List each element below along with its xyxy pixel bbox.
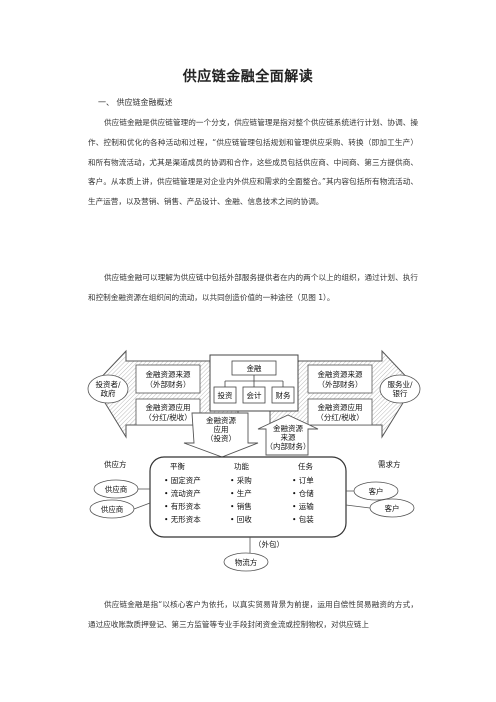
finance-label: 金融 — [247, 363, 262, 373]
right-application-box — [307, 398, 373, 426]
function-item: • 销售 — [230, 501, 252, 511]
column-task-header: 任务 — [298, 461, 313, 471]
center-application-label-2: 应用 — [214, 424, 229, 434]
investment-label: 投资 — [218, 390, 233, 400]
treasury-label: 财务 — [276, 390, 291, 400]
paragraph-definition: 供应链金融是供应链管理的一个分支，供应链管理是指对整个供应链系统进行计划、协调、… — [88, 118, 418, 207]
diagram-canvas: 金融资源来源 （外部财务） 金融资源应用 （分红/税收） 金融资源来源 （外部财… — [87, 349, 421, 572]
left-application-box — [135, 398, 201, 426]
left-application-label-1: 金融资源应用 — [146, 402, 191, 412]
center-source-label-1: 金融资源 — [273, 423, 303, 433]
balance-item: • 有形资本 — [164, 501, 201, 511]
right-application-label-2: （分红/税收） — [316, 412, 364, 422]
center-application-label-3: （投资） — [206, 433, 236, 443]
center-application-arrow — [183, 412, 259, 458]
logistics-ellipse — [223, 552, 269, 572]
investor-government-ellipse — [87, 374, 129, 404]
figure-1-supply-chain-finance-diagram: 金融资源来源 （外部财务） 金融资源应用 （分红/税收） 金融资源来源 （外部财… — [86, 345, 422, 573]
task-item: • 订单 — [292, 475, 314, 485]
right-source-label-2: （外部财务） — [318, 379, 363, 389]
column-balance-header: 平衡 — [170, 461, 185, 471]
supplier-label: 供应商 — [105, 484, 128, 494]
accounting-label: 会计 — [247, 390, 262, 400]
service-label-2: 银行 — [393, 388, 408, 398]
paragraph-detail: 供应链金融是指“以核心客户为依托，以真实贸易背景为前提，运用自偿性贸易融资的方式… — [88, 600, 418, 629]
balance-item: • 无形资本 — [164, 514, 201, 524]
center-source-arrow — [257, 414, 319, 456]
right-source-label-1: 金融资源来源 — [318, 369, 363, 379]
outsourcing-label: （外包） — [254, 539, 284, 549]
center-application-label-1: 金融资源 — [206, 415, 236, 425]
left-source-box — [135, 364, 201, 394]
function-item: • 采购 — [230, 475, 252, 485]
customer-label: 客户 — [369, 486, 384, 496]
treasury-box — [271, 386, 295, 404]
function-item: • 生产 — [230, 488, 252, 498]
center-source-label-2: 来源 — [281, 433, 296, 442]
left-source-label-1: 金融资源来源 — [146, 369, 191, 379]
paragraph-understanding: 供应链金融可以理解为供应链中包括外部服务提供者在内的两个以上的组织，通过计划、执… — [88, 273, 418, 302]
left-source-label-2: （外部财务） — [146, 379, 191, 389]
accounting-box — [242, 386, 266, 404]
service-bank-ellipse — [379, 374, 421, 404]
investor-label-1: 投资者/ — [95, 379, 120, 389]
column-function-header: 功能 — [234, 461, 249, 471]
service-label-1: 服务业/ — [387, 379, 412, 389]
investor-label-2: 政府 — [101, 388, 116, 398]
section-heading: 一、 供应链金融概述 — [98, 98, 173, 107]
function-item: • 回收 — [230, 514, 252, 524]
left-application-label-2: （分红/税收） — [144, 412, 192, 422]
task-item: • 包装 — [292, 514, 314, 524]
logistics-label: 物流方 — [235, 557, 258, 567]
balance-item: • 固定资产 — [164, 475, 201, 485]
page-title: 供应链金融全面解读 — [182, 69, 314, 85]
supplier-side-label: 供应方 — [104, 459, 127, 469]
center-source-label-3: （内部财务） — [266, 441, 311, 451]
investment-box — [213, 386, 237, 404]
task-item: • 仓储 — [292, 488, 314, 498]
supplier-label: 供应商 — [101, 504, 124, 514]
customer-label: 客户 — [385, 503, 400, 513]
balance-item: • 流动资产 — [164, 488, 201, 498]
right-application-label-1: 金融资源应用 — [318, 402, 363, 412]
task-item: • 运输 — [292, 501, 314, 511]
demand-side-label: 需求方 — [378, 459, 401, 469]
right-source-box — [307, 364, 373, 394]
operations-box — [149, 456, 347, 538]
